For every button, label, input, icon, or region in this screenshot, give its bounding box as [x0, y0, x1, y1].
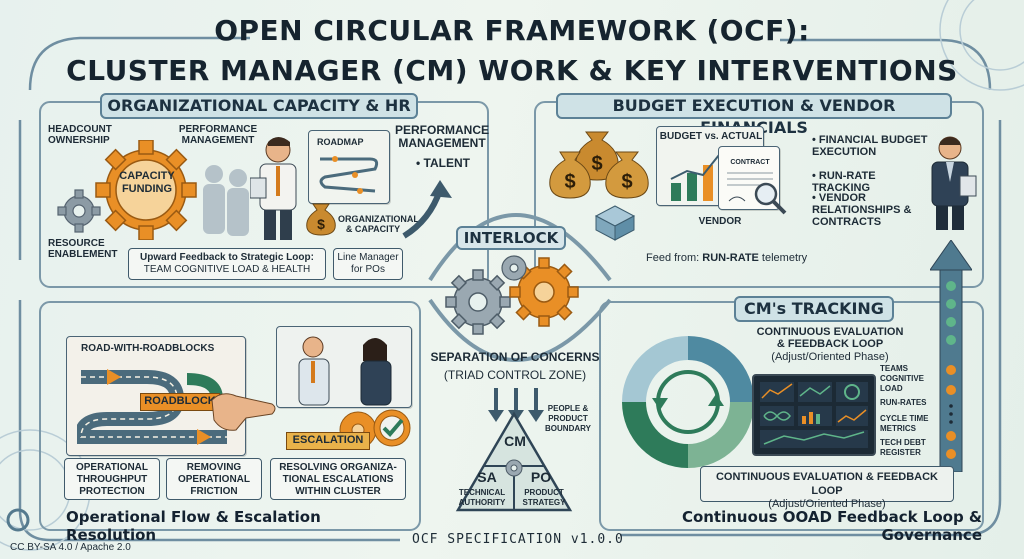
headcount-label: HEADCOUNT OWNERSHIP [48, 124, 112, 146]
roadblock-sign: ROADBLOCK [140, 393, 220, 411]
contract-lines-icon [727, 172, 773, 202]
feed-prefix: Feed from: [646, 252, 703, 264]
separation-of-concerns-label: SEPARATION OF CONCERNS [430, 350, 600, 364]
budget-vs-actual-label: BUDGET vs. ACTUAL [659, 131, 763, 142]
money-bags-icon: $ $ $ [549, 131, 649, 199]
metric-cognitive-load: TEAMS COGNITIVE LOAD [880, 364, 925, 393]
capacity-funding-label: CAPACITY FUNDING [119, 170, 175, 195]
loop-title-2: & FEEDBACK LOOP [776, 338, 884, 350]
triad-cm-label: CM [504, 433, 526, 449]
contract-label: CONTRACT [730, 159, 770, 166]
title-line-1: OPEN CIRCULAR FRAMEWORK (OCF): [214, 14, 810, 47]
resource-enablement-label: RESOURCE ENABLEMENT [48, 238, 118, 260]
growth-arrow-icon [402, 180, 452, 239]
svg-text:$: $ [621, 171, 632, 193]
escalation-sign: ESCALATION [286, 432, 370, 450]
roadmap-board: ROADMAP [308, 130, 390, 204]
people-boundary-label: PEOPLE & PRODUCT BOUNDARY [545, 404, 591, 433]
line-manager-sub: for POs [351, 264, 385, 275]
budget-banner: BUDGET EXECUTION & VENDOR FINANCIALS [556, 93, 952, 137]
resource-gear-icon [57, 189, 101, 233]
metric-run-rates: RUN-RATES [880, 398, 927, 407]
money-bag-icon: $ [306, 203, 336, 236]
tracking-banner: CM's TRACKING [734, 296, 894, 322]
upward-feedback-subtitle: TEAM COGNITIVE LOAD & HEALTH [143, 264, 311, 275]
metric-tech-debt: TECH DEBT REGISTER [880, 438, 926, 457]
spec-version: OCF SPECIFICATION v1.0.0 [412, 532, 624, 547]
triad-sa-label: SA [477, 469, 497, 485]
tracking-footer: Continuous OOAD Feedback Loop & Governan… [681, 508, 982, 544]
hand-icon [211, 393, 276, 431]
interlock-banner: INTERLOCK [456, 226, 566, 250]
loop-subtitle: (Adjust/Oriented Phase) [771, 351, 889, 363]
roadmap-path-icon [319, 156, 379, 194]
ops-footer: Operational Flow & Escalation Resolution [66, 508, 321, 544]
two-people-icon [298, 336, 392, 406]
triad-triangle-icon [455, 411, 573, 512]
team-people-icon [203, 165, 249, 236]
svg-text:$: $ [591, 153, 602, 175]
cube-icon [594, 205, 636, 241]
circular-loop-icon [622, 336, 754, 468]
road-with-roadblocks-label: ROAD-WITH-ROADBLOCKS [81, 343, 215, 354]
tracking-box-subtitle: (Adjust/Oriented Phase) [768, 498, 886, 510]
interlock-gears-icon [445, 255, 579, 335]
magnifier-icon [754, 182, 787, 215]
dashboard-monitor [752, 374, 876, 456]
hr-banner: ORGANIZATIONAL CAPACITY & HR [100, 93, 418, 119]
vendor-label: VENDOR [698, 216, 742, 227]
dashboard-charts-icon [760, 382, 868, 448]
budget-bullet-1: • FINANCIAL BUDGET EXECUTION [812, 134, 928, 158]
performance-management-label: PERFORMANCE MANAGEMENT [178, 124, 258, 146]
technical-authority-label: TECHNICAL AUTHORITY [458, 488, 506, 507]
license-text: CC BY-SA 4.0 / Apache 2.0 [10, 542, 131, 553]
svg-text:$: $ [317, 216, 325, 232]
feed-suffix: telemetry [758, 252, 808, 264]
roadblocks-scroll: ROAD-WITH-ROADBLOCKS [66, 336, 246, 456]
feed-bold: RUN-RATE [702, 252, 759, 264]
upward-feedback-title: Upward Feedback to Strategic Loop: [140, 252, 314, 263]
line-manager-box: Line Manager for POs [333, 248, 403, 280]
line-manager-label: Line Manager [337, 252, 399, 263]
title-line-2: CLUSTER MANAGER (CM) WORK & KEY INTERVEN… [66, 54, 958, 87]
ops-escalations-box: RESOLVING ORGANIZA-TIONAL ESCALATIONS WI… [270, 458, 406, 500]
talent-label: • TALENT [416, 156, 470, 170]
organizational-capacity-label: ORGANIZATIONAL & CAPACITY [338, 214, 419, 234]
capacity-gear-icon [95, 140, 197, 240]
budget-bullet-2: • RUN-RATE TRACKING [812, 170, 876, 194]
meeting-card [276, 326, 412, 408]
runrate-feed-text: Feed from: RUN-RATE telemetry [646, 252, 807, 264]
triad-zone-label: (TRIAD CONTROL ZONE) [443, 368, 587, 382]
metric-cycle-time: CYCLE TIME METRICS [880, 414, 929, 433]
svg-text:$: $ [564, 171, 575, 193]
tracking-loop-box: CONTINUOUS EVALUATION & FEEDBACK LOOP (A… [700, 466, 954, 510]
upward-progress-arrow-icon [930, 240, 972, 472]
tracking-box-title: CONTINUOUS EVALUATION & FEEDBACK LOOP [715, 471, 939, 497]
upward-feedback-box: Upward Feedback to Strategic Loop: TEAM … [128, 248, 326, 280]
manager-figure-icon [250, 137, 297, 240]
triad-po-label: PO [530, 469, 552, 485]
finance-person-icon [931, 136, 977, 230]
loop-title-1: CONTINUOUS EVALUATION [756, 326, 904, 338]
ops-throughput-box: OPERATIONAL THROUGHPUT PROTECTION [64, 458, 160, 500]
product-strategy-label: PRODUCT STRATEGY [522, 488, 566, 507]
performance-management-heading: PERFORMANCE MANAGEMENT [394, 123, 489, 150]
roadmap-label: ROADMAP [317, 137, 364, 147]
budget-bullet-3: • VENDOR RELATIONSHIPS & CONTRACTS [812, 192, 912, 228]
ops-friction-box: REMOVING OPERATIONAL FRICTION [166, 458, 262, 500]
